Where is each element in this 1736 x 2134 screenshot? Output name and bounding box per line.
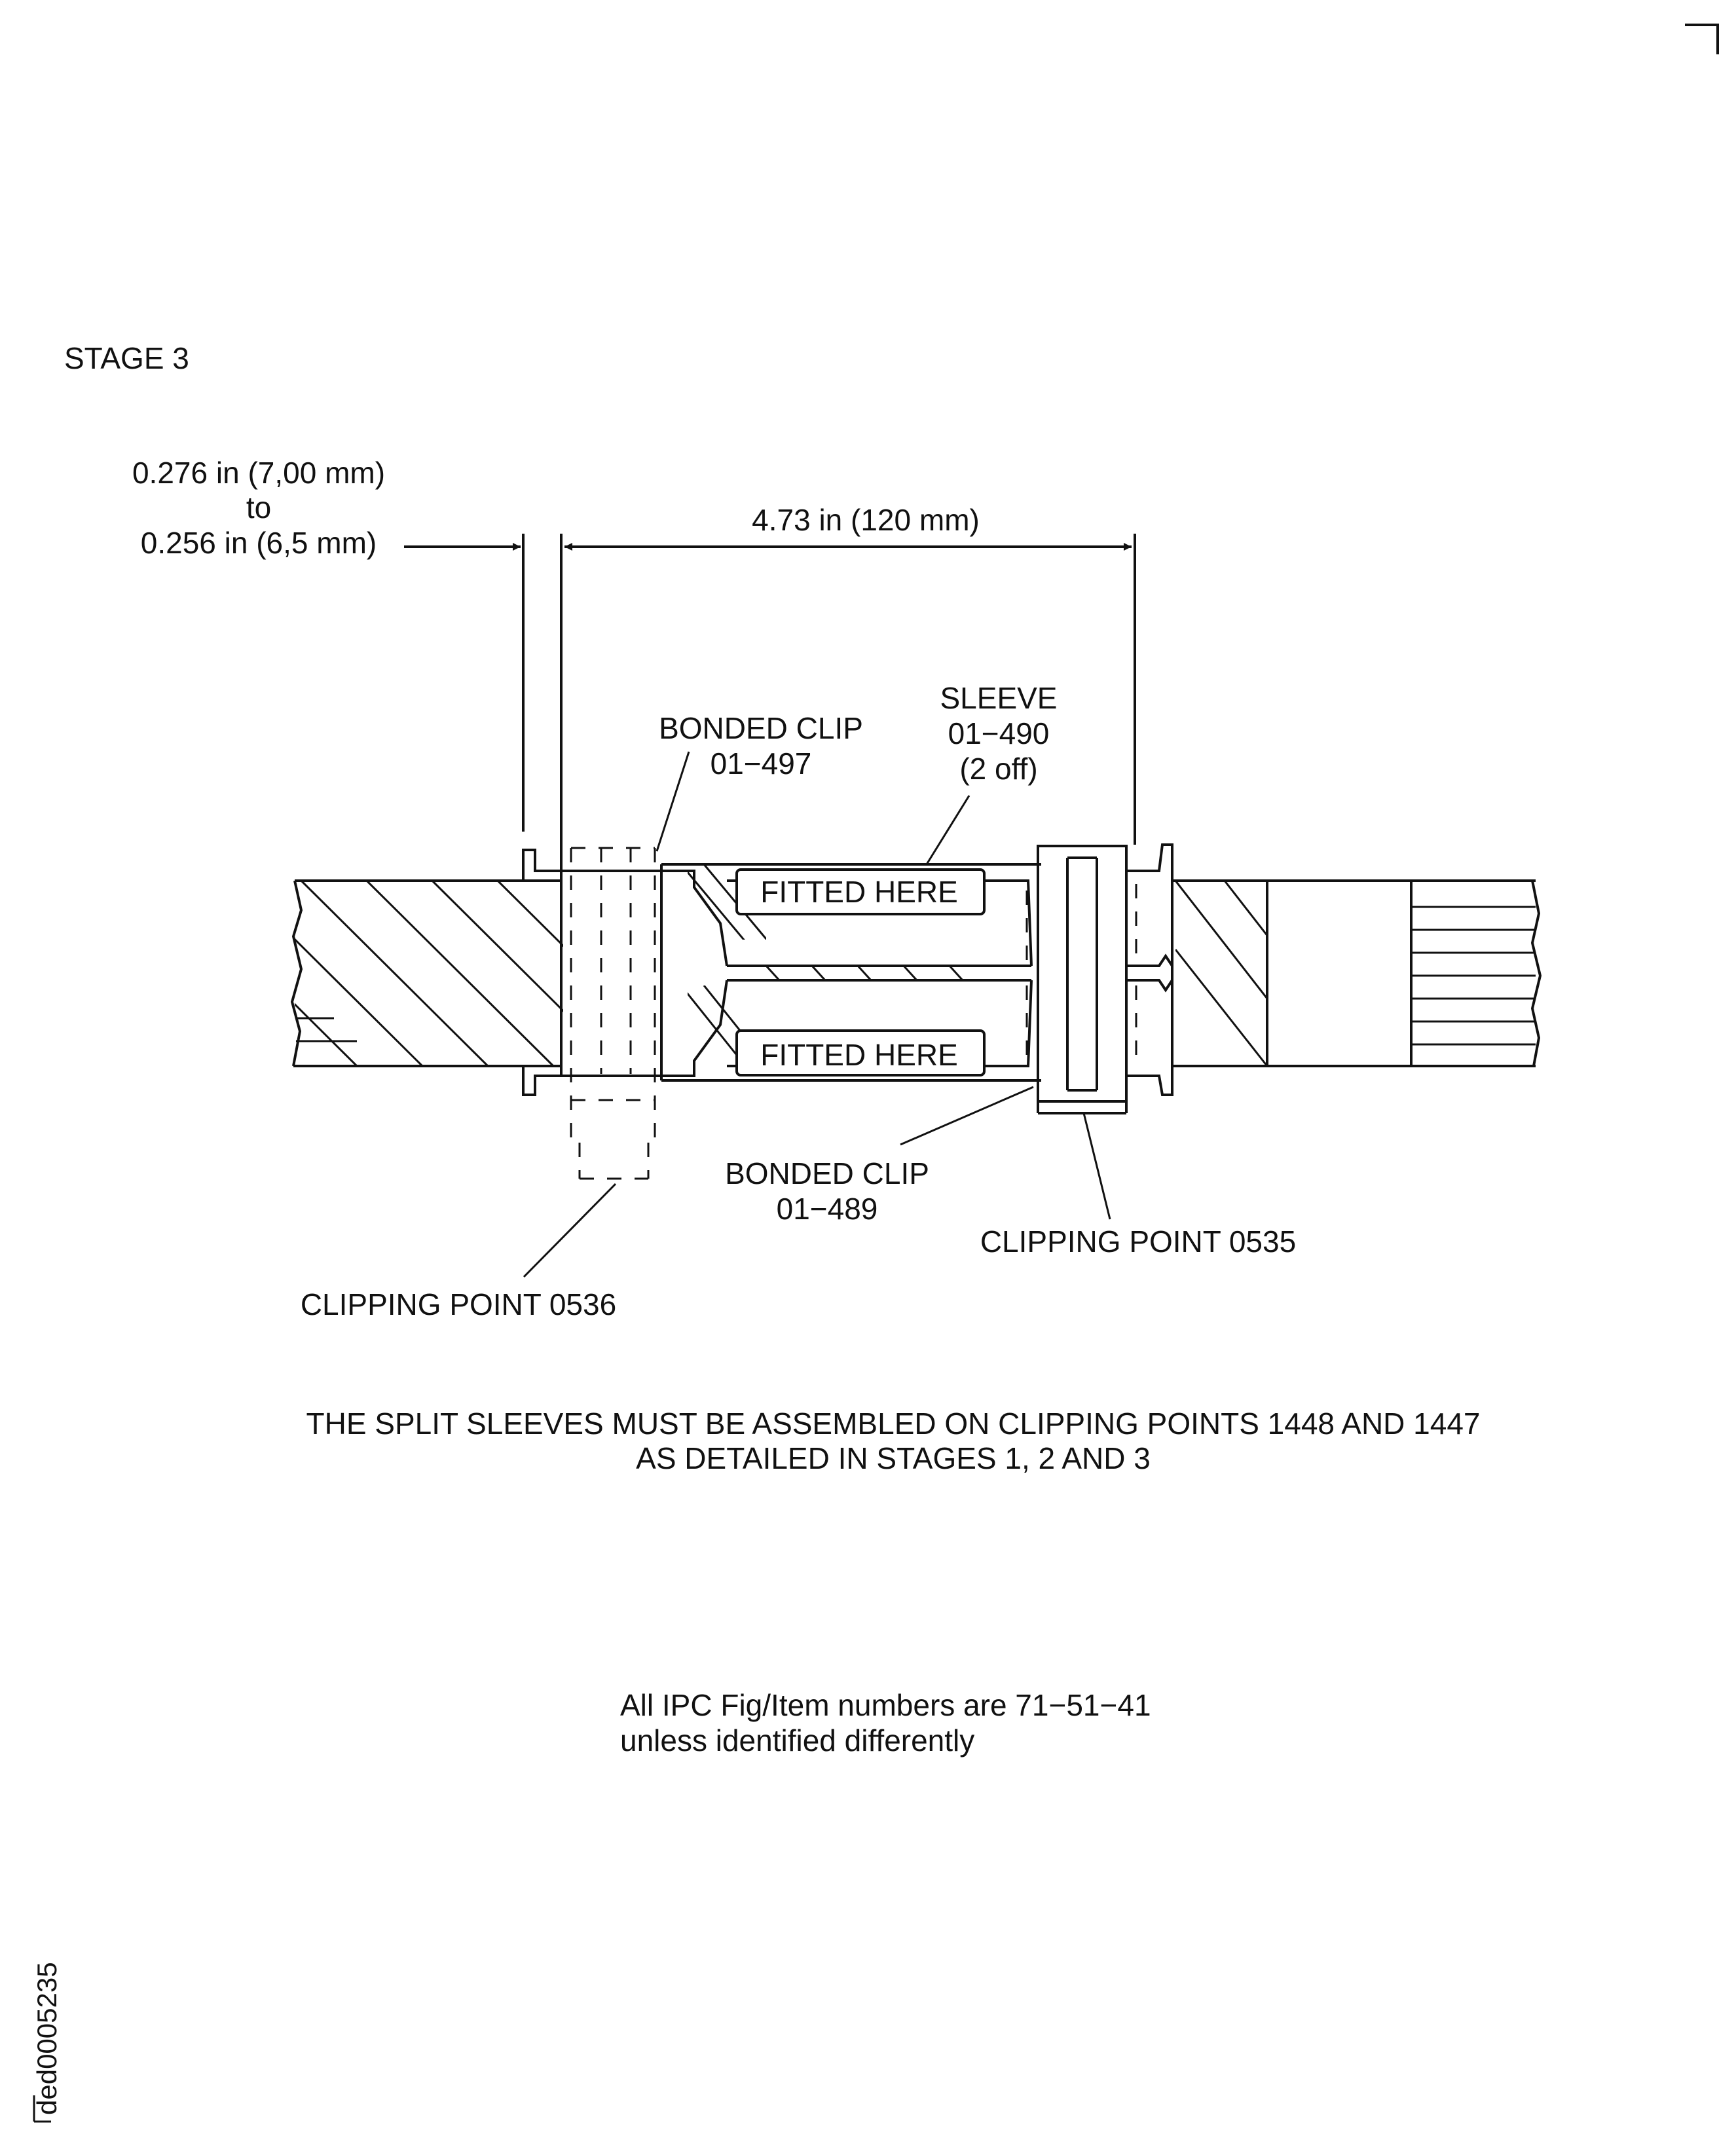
instruction-note-line2: AS DETAILED IN STAGES 1, 2 AND 3 — [636, 1441, 1151, 1475]
ipc-note-line2: unless identified differently — [620, 1723, 974, 1757]
central-tube-hatch — [765, 966, 964, 980]
instruction-note-line1: THE SPLIT SLEEVES MUST BE ASSEMBLED ON C… — [306, 1407, 1481, 1441]
callout-clipping-point-0535: CLIPPING POINT 0535 — [980, 1113, 1296, 1259]
harness-assembly: FITTED HERE FITTED HERE — [290, 843, 1542, 1180]
fitted-here-box-top — [735, 868, 986, 915]
right-hatched-bundle — [1175, 881, 1267, 1066]
callout-bonded-clip-01-489: BONDED CLIP 01−489 — [725, 1086, 1034, 1226]
right-gap-upper — [1126, 953, 1173, 967]
right-clip-flange-bottom — [1126, 1066, 1173, 1096]
callout-clipping-point-0536: CLIPPING POINT 0536 — [301, 1183, 617, 1321]
bonded-clip-top-label-2: 01−497 — [711, 746, 812, 781]
mid-bundle-bottom-taper — [661, 980, 728, 1077]
left-hatched-bundle — [295, 881, 563, 1066]
right-clip-flange-top — [1126, 843, 1173, 881]
bonded-clip-bottom-label-2: 01−489 — [777, 1192, 878, 1226]
break-line-right — [1530, 880, 1542, 1067]
fitted-here-label-bottom: FITTED HERE — [760, 1038, 958, 1072]
drawing-id-mark — [33, 2095, 51, 2123]
bonded-clip-bottom-leader — [900, 1086, 1034, 1146]
bonded-clip-top-leader — [656, 751, 690, 852]
gap-dim-line2: to — [246, 490, 271, 524]
callout-bonded-clip-01-497: BONDED CLIP 01−497 — [656, 711, 863, 852]
crop-mark-top-right — [1685, 24, 1719, 54]
left-clip-flange-bottom — [522, 1066, 561, 1096]
fitted-here-label-top: FITTED HERE — [760, 875, 958, 909]
span-dimension: 4.73 in (120 mm) — [564, 503, 1132, 551]
mid-bundle-top-taper — [661, 870, 728, 966]
sleeve-label-2: 01−490 — [948, 716, 1050, 750]
clipping-point-0535-label: CLIPPING POINT 0535 — [980, 1224, 1296, 1259]
left-clip-flange-top — [522, 849, 561, 881]
right-striped-section — [1411, 906, 1536, 1046]
span-dim-label: 4.73 in (120 mm) — [752, 503, 980, 537]
gap-dim-line3: 0.256 in (6,5 mm) — [141, 526, 377, 560]
clipping-point-0536-leader — [523, 1183, 617, 1278]
fitted-here-box-bottom — [735, 1029, 986, 1076]
sleeve-label-1: SLEEVE — [940, 681, 1058, 715]
clipping-point-0536-label: CLIPPING POINT 0536 — [301, 1287, 616, 1321]
sleeve-label-3: (2 off) — [959, 752, 1037, 786]
bonded-clip-bottom-label-1: BONDED CLIP — [725, 1156, 929, 1190]
clipping-point-0536-hidden — [570, 847, 656, 1180]
stage-title: STAGE 3 — [64, 341, 189, 375]
gap-dimension: 0.276 in (7,00 mm) to 0.256 in (6,5 mm) — [132, 456, 521, 560]
clipping-point-0535 — [1037, 845, 1128, 1114]
sleeve-leader — [925, 795, 970, 865]
drawing-id: ded0005235 — [31, 1962, 62, 2115]
right-gap-lower — [1126, 979, 1173, 993]
callout-sleeve-01-490: SLEEVE 01−490 (2 off) — [925, 681, 1058, 865]
clipping-point-0535-leader — [1082, 1113, 1111, 1220]
break-line-left — [290, 880, 303, 1067]
gap-dim-line1: 0.276 in (7,00 mm) — [132, 456, 385, 490]
bonded-clip-top-label-1: BONDED CLIP — [659, 711, 863, 745]
ipc-note-line1: All IPC Fig/Item numbers are 71−51−41 — [620, 1688, 1151, 1722]
